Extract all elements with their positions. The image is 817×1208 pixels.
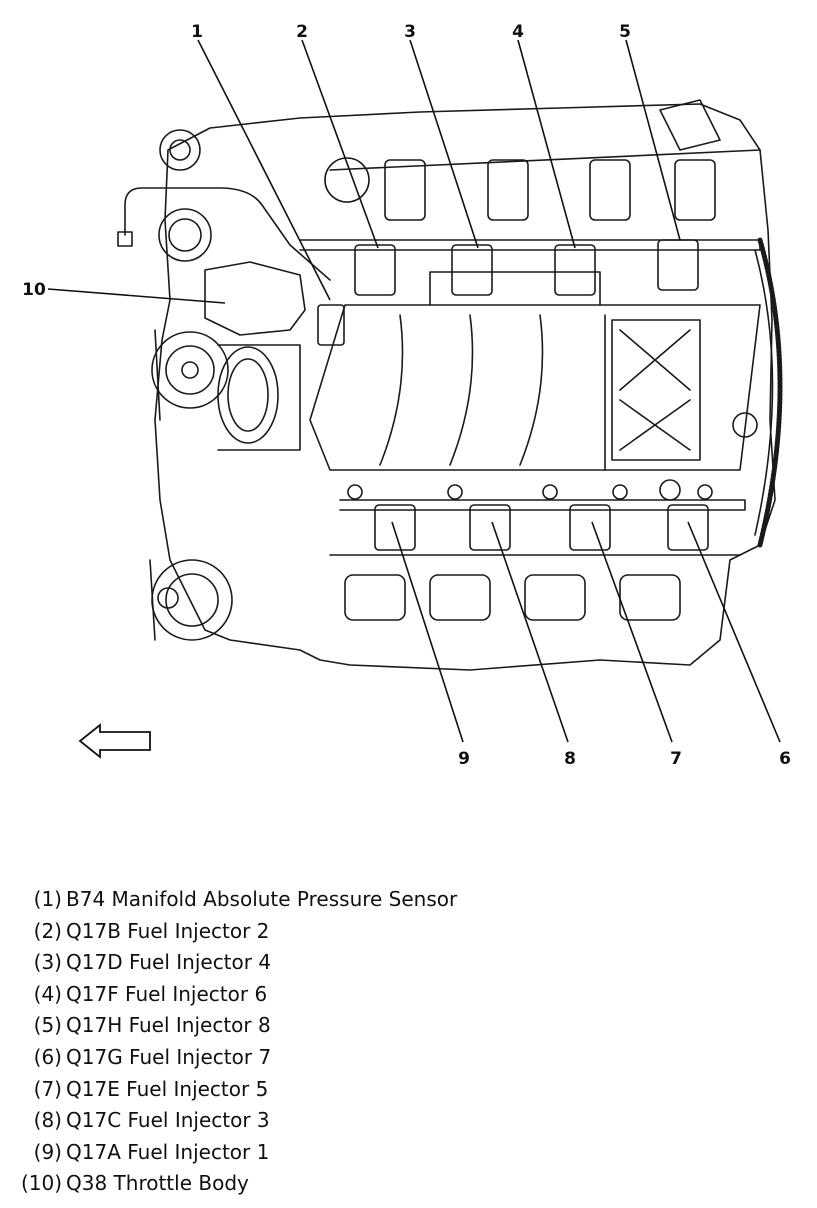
legend-number: (5) xyxy=(33,1013,62,1038)
fuel-line xyxy=(124,187,331,281)
callout-4: 4 xyxy=(512,22,524,42)
legend-label: Q17C Fuel Injector 3 xyxy=(66,1108,270,1133)
leader-line-3 xyxy=(409,39,479,249)
callout-1: 1 xyxy=(191,22,203,42)
callout-6: 6 xyxy=(779,749,791,769)
legend-number: (10) xyxy=(20,1171,62,1196)
legend-label: Q17G Fuel Injector 7 xyxy=(66,1044,272,1069)
flywheel xyxy=(757,237,783,548)
leader-line-4 xyxy=(517,39,576,249)
legend-item: (1)B74 Manifold Absolute Pressure Sensor xyxy=(10,884,790,916)
callout-10: 10 xyxy=(22,280,46,300)
legend-label: Q17E Fuel Injector 5 xyxy=(66,1076,269,1101)
legend-number: (6) xyxy=(33,1044,62,1069)
throttle-body xyxy=(204,261,306,451)
legend-label: Q17D Fuel Injector 4 xyxy=(66,950,272,975)
intake-manifold xyxy=(309,271,761,471)
legend-label: Q17H Fuel Injector 8 xyxy=(66,1013,271,1038)
leader-line-9 xyxy=(391,521,464,743)
callout-5: 5 xyxy=(619,22,631,42)
map-sensor xyxy=(317,304,345,346)
legend-item: (5)Q17H Fuel Injector 8 xyxy=(10,1010,790,1042)
engine-diagram: 1 2 3 4 5 6 7 8 9 10 xyxy=(22,22,791,769)
callout-2: 2 xyxy=(296,22,308,42)
legend-number: (7) xyxy=(33,1076,62,1101)
accessory-drive xyxy=(149,129,233,641)
upper-fuel-rail xyxy=(299,99,761,296)
legend-item: (10)Q38 Throttle Body xyxy=(10,1168,790,1200)
legend-number: (1) xyxy=(33,887,62,911)
leader-line-5 xyxy=(625,39,681,241)
callout-7: 7 xyxy=(670,749,682,769)
callout-3: 3 xyxy=(404,22,416,42)
legend-label: Q17A Fuel Injector 1 xyxy=(66,1139,270,1164)
leader-line-10 xyxy=(47,288,226,304)
engine-outline xyxy=(154,103,776,671)
legend-item: (4)Q17F Fuel Injector 6 xyxy=(10,979,790,1011)
callout-9: 9 xyxy=(458,749,470,769)
legend-number: (9) xyxy=(33,1139,62,1164)
legend-number: (2) xyxy=(33,918,62,943)
legend-number: (3) xyxy=(33,950,62,975)
leader-line-7 xyxy=(591,521,673,743)
legend-label: Q17F Fuel Injector 6 xyxy=(66,981,268,1006)
legend-number: (8) xyxy=(33,1108,62,1133)
legend-label: Q38 Throttle Body xyxy=(66,1171,249,1196)
legend-label: B74 Manifold Absolute Pressure Sensor xyxy=(66,887,458,911)
legend-item: (3)Q17D Fuel Injector 4 xyxy=(10,947,790,979)
legend-item: (6)Q17G Fuel Injector 7 xyxy=(10,1042,790,1074)
legend: (1)B74 Manifold Absolute Pressure Sensor… xyxy=(10,884,790,1200)
lower-fuel-rail xyxy=(329,479,746,621)
arrow-left-icon xyxy=(78,723,151,759)
legend-label: Q17B Fuel Injector 2 xyxy=(66,918,270,943)
legend-number: (4) xyxy=(33,981,62,1006)
legend-item: (9)Q17A Fuel Injector 1 xyxy=(10,1137,790,1169)
leader-line-2 xyxy=(301,39,379,249)
leader-line-8 xyxy=(491,521,569,743)
leader-line-6 xyxy=(687,521,781,743)
callout-8: 8 xyxy=(564,749,576,769)
legend-item: (2)Q17B Fuel Injector 2 xyxy=(10,916,790,948)
leader-line-1 xyxy=(197,39,331,301)
legend-item: (7)Q17E Fuel Injector 5 xyxy=(10,1074,790,1106)
legend-item: (8)Q17C Fuel Injector 3 xyxy=(10,1105,790,1137)
